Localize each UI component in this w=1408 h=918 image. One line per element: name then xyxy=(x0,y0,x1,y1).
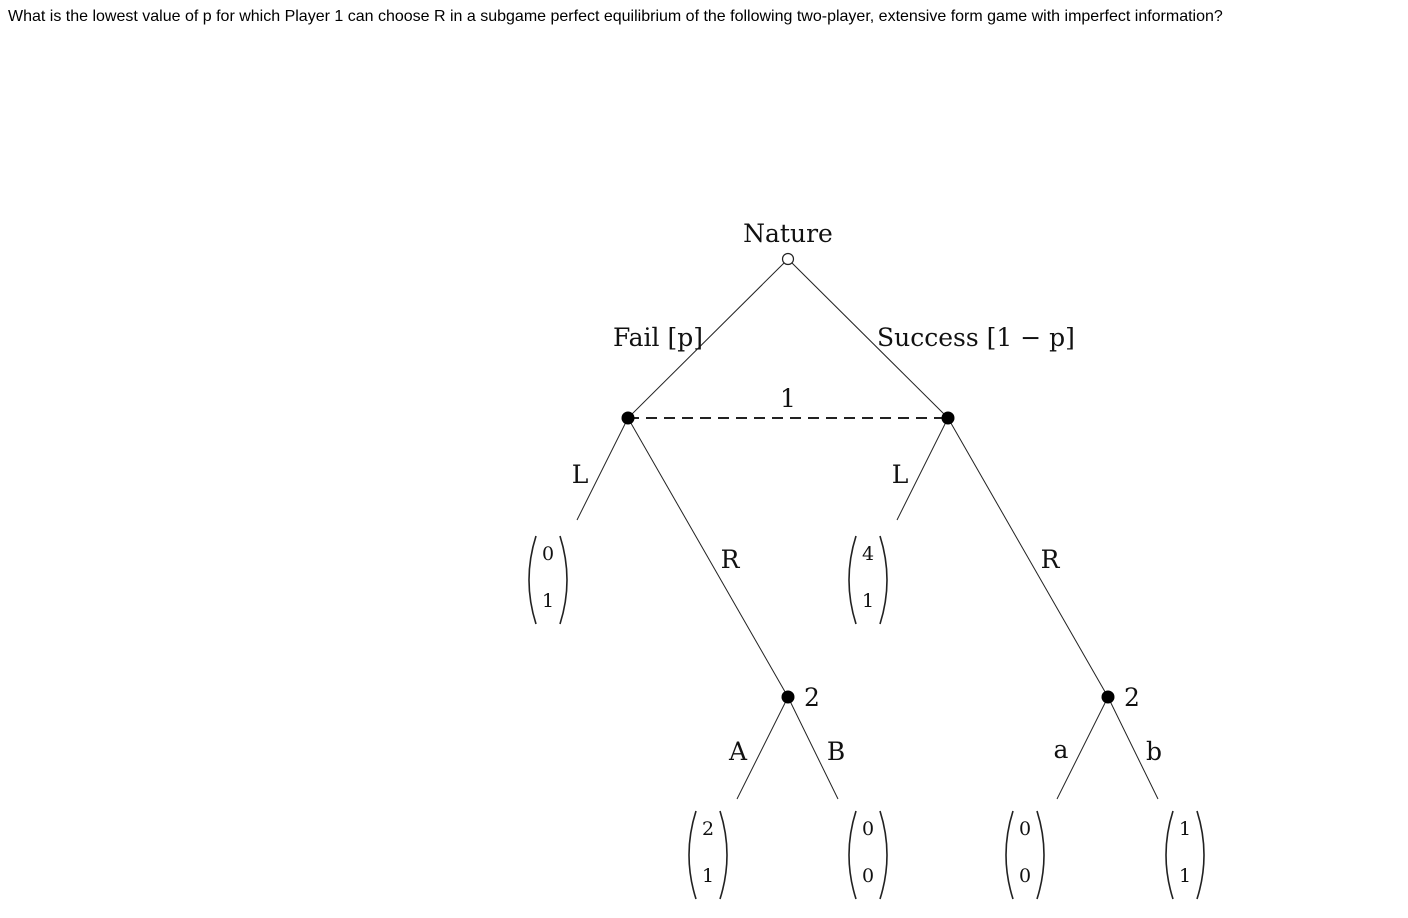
edge-success-R xyxy=(947,417,1109,698)
A-label: A xyxy=(728,737,748,766)
payoff-success-R-b-player1: 1 xyxy=(1179,818,1191,840)
payoff-success-R-a-player2: 0 xyxy=(1019,865,1031,887)
nature-label: Nature xyxy=(743,219,833,248)
success-R-label: R xyxy=(1041,545,1061,574)
success-branch-label: Success [1 − p] xyxy=(877,323,1075,352)
nature-node xyxy=(781,252,795,266)
payoff-fail-R-A: 2 1 xyxy=(688,810,728,900)
B-label: B xyxy=(827,737,845,766)
payoff-success-L-player1: 4 xyxy=(862,543,874,565)
info-set-player-label: 1 xyxy=(780,384,796,413)
payoff-success-R-b-player2: 1 xyxy=(1179,865,1191,887)
payoff-fail-R-B-player2: 0 xyxy=(862,865,874,887)
edge-nature-success xyxy=(790,261,949,419)
payoff-fail-R-B-player1: 0 xyxy=(862,818,874,840)
edge-p2-b xyxy=(1107,696,1159,800)
a-label: a xyxy=(1054,735,1069,764)
edge-p2-A xyxy=(736,696,789,800)
question-text: What is the lowest value of p for which … xyxy=(8,8,1223,25)
edge-p2-a xyxy=(1056,696,1109,800)
edge-success-L xyxy=(896,417,949,521)
fail-probability: [p] xyxy=(668,323,704,352)
player2-left-node xyxy=(781,690,795,704)
payoff-fail-L: 0 1 xyxy=(528,535,568,625)
edge-fail-R xyxy=(627,417,789,698)
payoff-success-R-b: 1 1 xyxy=(1165,810,1205,900)
payoff-fail-R-A-player2: 1 xyxy=(702,865,714,887)
payoff-fail-L-player2: 1 xyxy=(542,590,554,612)
payoff-fail-R-A-player1: 2 xyxy=(702,818,714,840)
payoff-fail-L-player1: 0 xyxy=(542,543,554,565)
success-text: Success xyxy=(877,323,979,352)
success-probability: [1 − p] xyxy=(987,323,1075,352)
player2-right-label: 2 xyxy=(1124,683,1140,712)
payoff-success-R-a: 0 0 xyxy=(1005,810,1045,900)
edge-fail-L xyxy=(576,417,629,521)
player1-fail-node xyxy=(621,411,635,425)
payoff-fail-R-B: 0 0 xyxy=(848,810,888,900)
payoff-success-L: 4 1 xyxy=(848,535,888,625)
player2-right-node xyxy=(1101,690,1115,704)
success-L-label: L xyxy=(892,460,909,489)
fail-branch-label: Fail [p] xyxy=(613,323,703,352)
edge-nature-fail xyxy=(627,261,786,419)
payoff-success-R-a-player1: 0 xyxy=(1019,818,1031,840)
player1-success-node xyxy=(941,411,955,425)
player2-left-label: 2 xyxy=(804,683,820,712)
b-label: b xyxy=(1146,737,1162,766)
payoff-success-L-player2: 1 xyxy=(862,590,874,612)
fail-L-label: L xyxy=(572,460,589,489)
fail-R-label: R xyxy=(721,545,741,574)
fail-text: Fail xyxy=(613,323,660,352)
edge-p2-B xyxy=(787,696,839,800)
